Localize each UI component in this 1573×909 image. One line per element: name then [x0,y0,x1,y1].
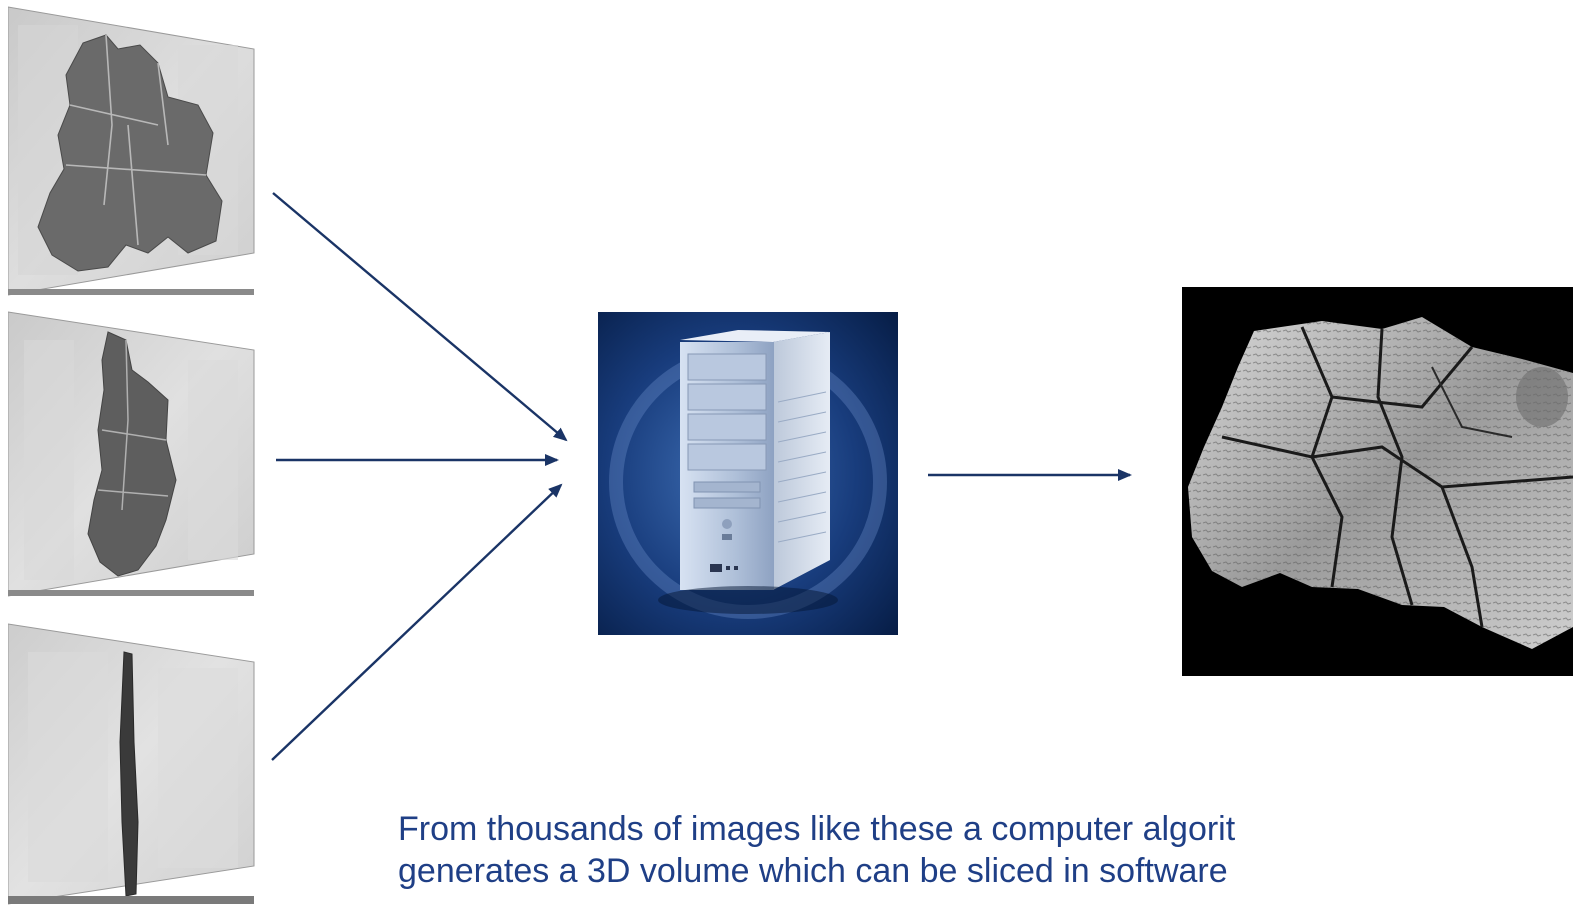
xray-image-edge [8,623,255,905]
computer-image [598,312,898,635]
caption-line-1: From thousands of images like these a co… [398,810,1236,848]
xray-image-front [8,6,255,296]
caption-text: From thousands of images like these a co… [398,808,1573,909]
arrow-from-edge [271,483,563,761]
scroll-fragment [87,331,177,577]
caption-line-2: generates a 3D volume which can be slice… [398,852,1228,890]
reconstructed-slice-image [1182,287,1573,676]
scroll-fragment [119,651,139,897]
xray-image-angled [8,311,255,597]
arrow-from-front [272,192,568,442]
